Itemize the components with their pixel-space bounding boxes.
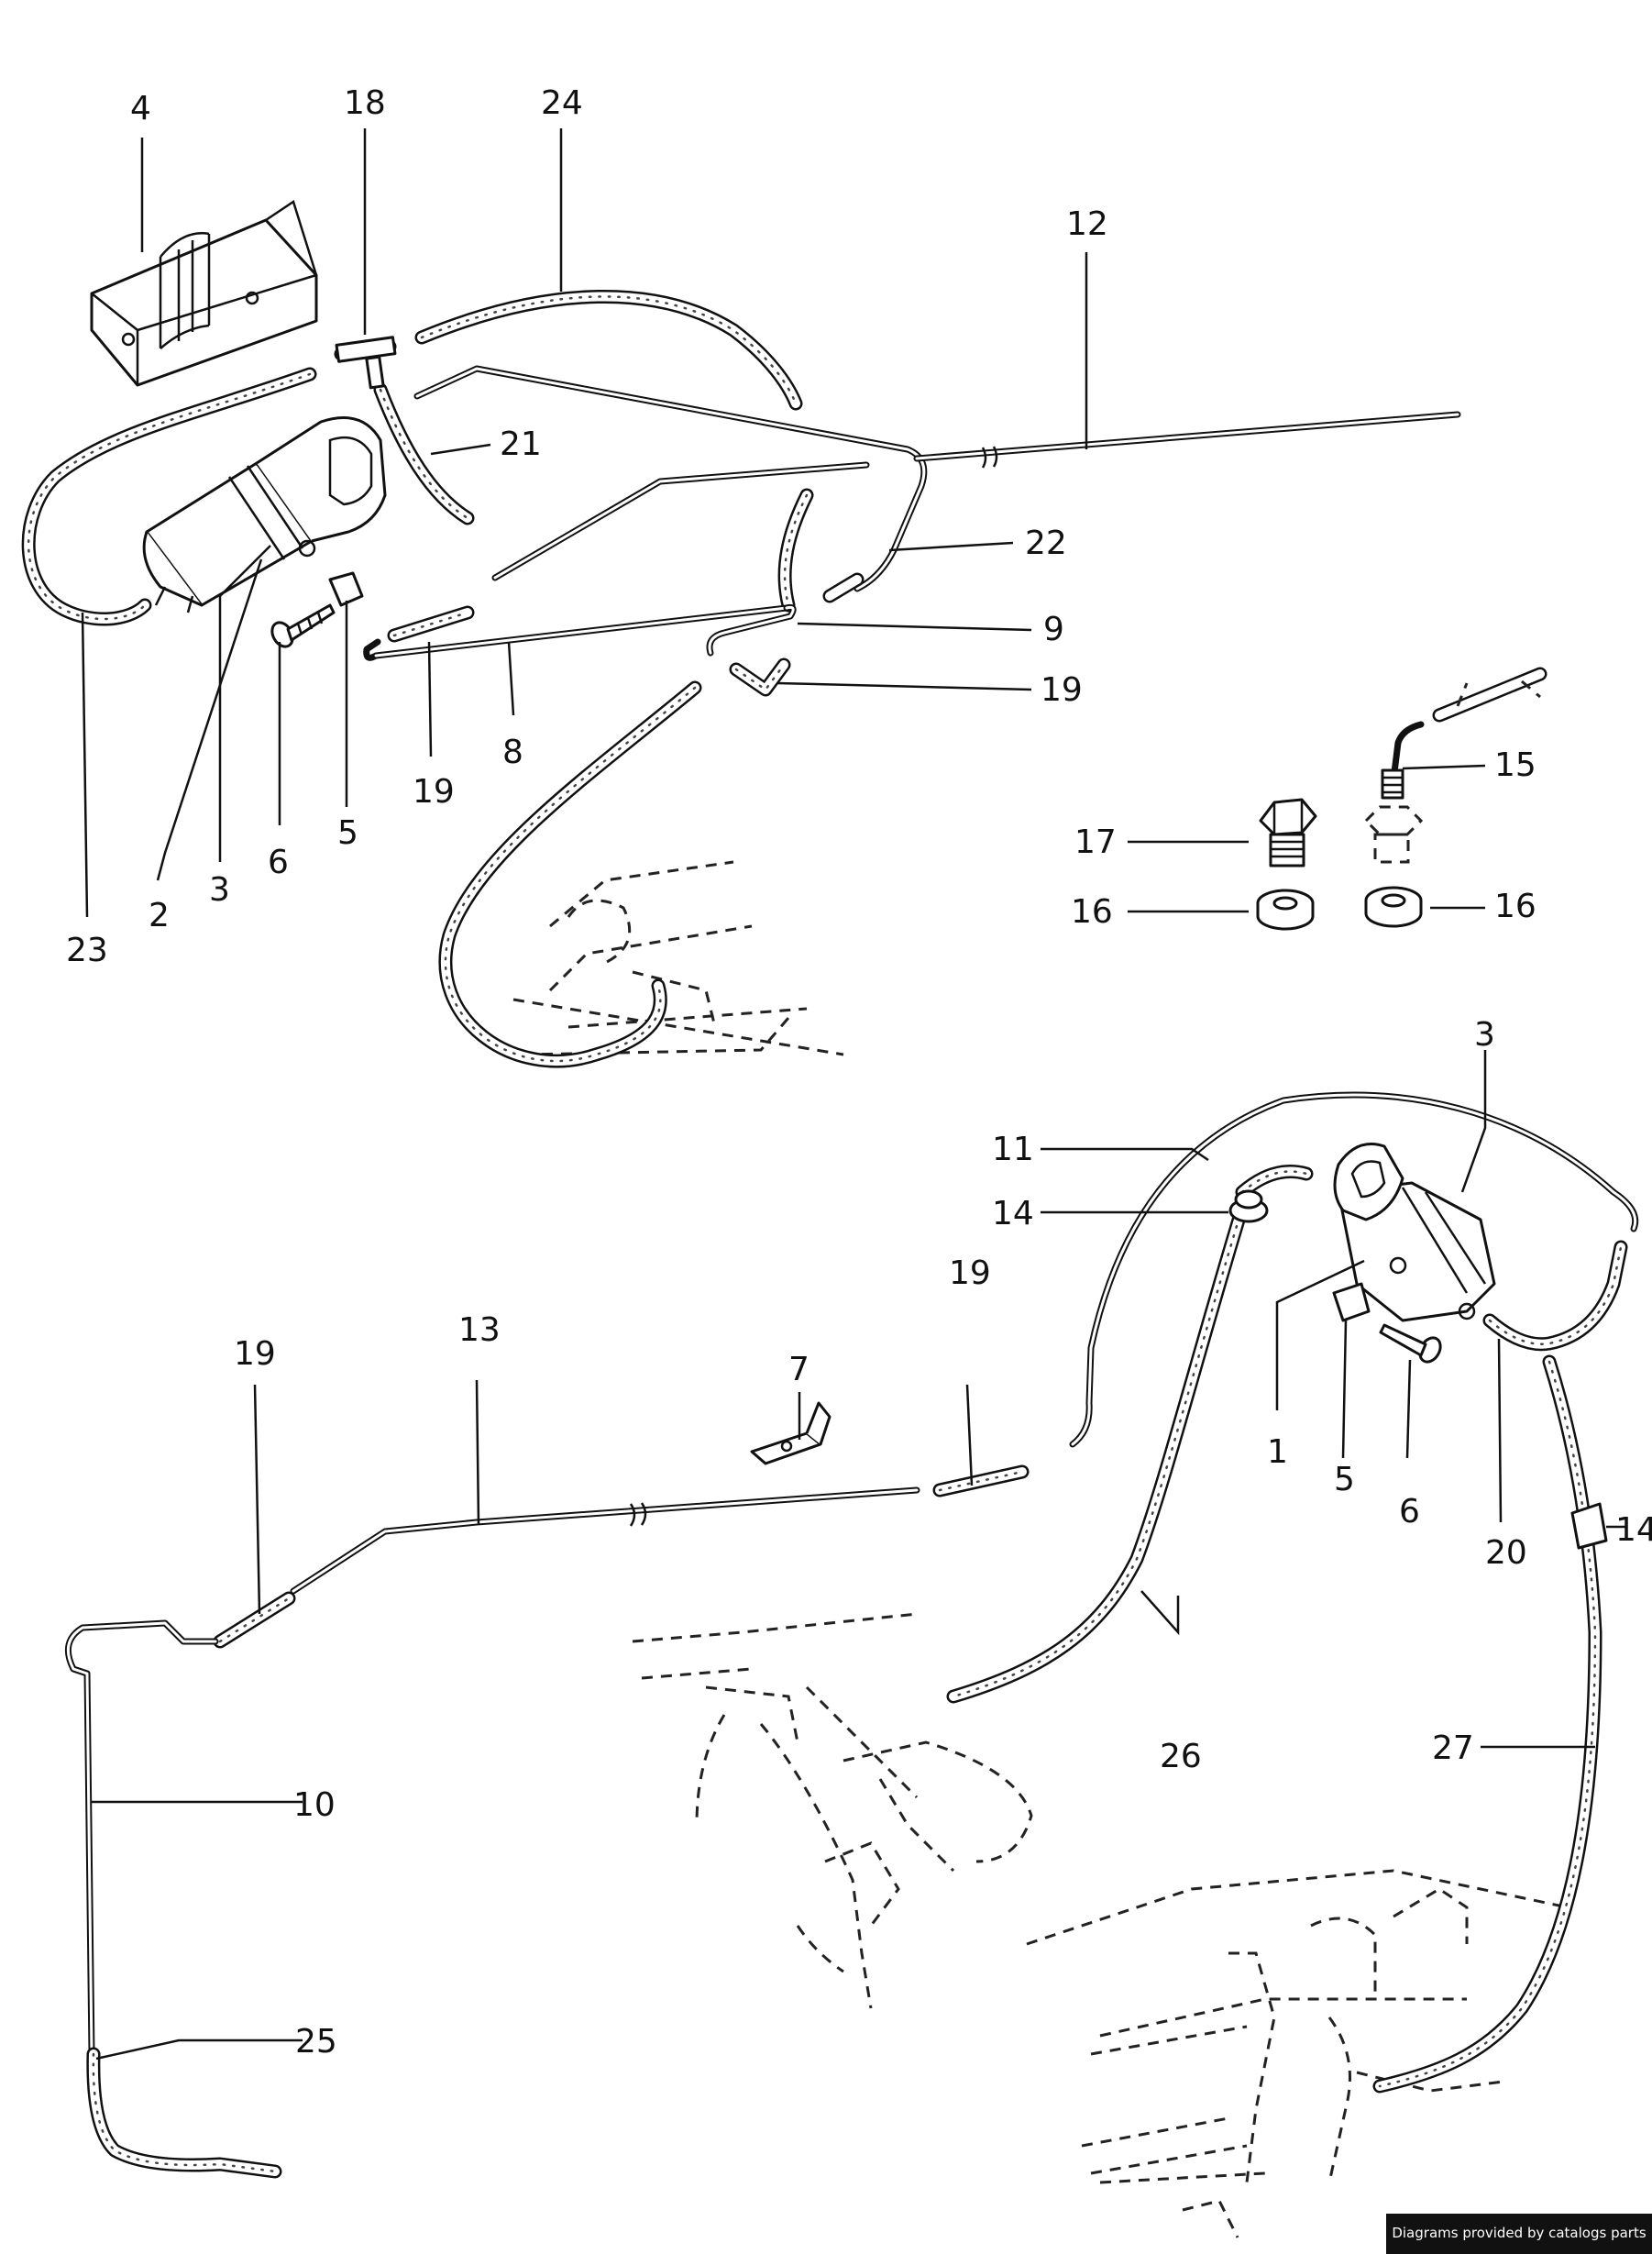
engine-outline-bottom-left — [632, 1612, 1033, 2009]
callout-3-top: 3 — [209, 871, 230, 909]
callout-19-c: 19 — [949, 1254, 991, 1292]
callout-1: 1 — [1267, 1433, 1288, 1471]
callout-24: 24 — [541, 84, 583, 122]
credit-text: Diagrams provided by catalogs parts — [1392, 2225, 1646, 2241]
valve-top — [142, 416, 387, 613]
callout-5-top: 5 — [337, 814, 358, 852]
hose-22-end — [822, 572, 865, 603]
callout-2: 2 — [149, 897, 170, 934]
connector-19-mid-bottom — [932, 1464, 1030, 1497]
hose-24 — [414, 290, 803, 411]
callout-14-top: 14 — [992, 1195, 1034, 1232]
callout-5-bottom: 5 — [1334, 1461, 1355, 1498]
callout-22: 22 — [1025, 525, 1067, 562]
tube-13 — [290, 1486, 920, 1595]
connector-19-top — [387, 605, 475, 643]
clip-5-bottom — [1332, 1282, 1371, 1322]
ghost-plug — [1363, 805, 1424, 864]
callout-8: 8 — [502, 734, 523, 771]
callout-26: 26 — [1160, 1738, 1202, 1775]
connector-19-left-bottom — [213, 1591, 296, 1649]
callout-6-top: 6 — [268, 844, 289, 881]
washer-16-right — [1364, 886, 1423, 928]
callout-10: 10 — [293, 1786, 336, 1824]
fitting-15 — [1381, 667, 1547, 800]
callout-19-b: 19 — [413, 773, 455, 811]
credit-banner: Diagrams provided by catalogs parts — [1386, 2214, 1652, 2254]
callout-14-bottom: 14 — [1615, 1511, 1652, 1549]
engine-outline-bottom-right — [1026, 1869, 1569, 2238]
callout-12: 12 — [1066, 205, 1108, 243]
tube-22 — [413, 365, 928, 592]
tube-9 — [706, 603, 797, 657]
callout-15: 15 — [1494, 746, 1536, 784]
screw-6-top — [270, 603, 336, 648]
callout-11: 11 — [992, 1131, 1034, 1168]
callout-labels: 4 18 24 12 21 22 9 19 23 2 3 6 5 19 8 15… — [66, 84, 1652, 2061]
callout-27: 27 — [1432, 1729, 1474, 1767]
tube-11 — [1069, 1091, 1639, 1448]
callout-3-bottom: 3 — [1474, 1016, 1495, 1054]
hose-23 — [21, 367, 317, 626]
tube-12 — [913, 411, 1461, 469]
callout-13: 13 — [458, 1311, 501, 1349]
callout-25: 25 — [295, 2023, 337, 2061]
callout-21: 21 — [500, 425, 542, 463]
callout-17: 17 — [1074, 823, 1117, 861]
callout-16-left: 16 — [1071, 893, 1113, 931]
callout-19-d: 19 — [234, 1335, 276, 1373]
callout-18: 18 — [344, 84, 386, 122]
bracket-4 — [90, 200, 318, 387]
hose-26 — [946, 1210, 1247, 1704]
engine-outline-top — [512, 860, 844, 1056]
tube-10 — [64, 1619, 219, 2058]
callout-9: 9 — [1043, 611, 1064, 648]
clip-5-top — [328, 571, 364, 607]
valve-bottom — [1333, 1143, 1496, 1322]
callout-19-a: 19 — [1041, 671, 1083, 709]
screw-6-bottom — [1379, 1323, 1442, 1364]
tube-8 — [363, 604, 790, 661]
t-piece-18 — [335, 336, 397, 390]
callout-6-bottom: 6 — [1399, 1493, 1420, 1530]
hose-20 — [1482, 1240, 1628, 1352]
hose-27 — [1372, 1354, 1602, 2094]
hose-segment-mid — [777, 488, 814, 613]
callout-16-right: 16 — [1494, 888, 1536, 925]
grommet-14-top — [1228, 1189, 1269, 1223]
grommet-14-bottom — [1570, 1502, 1608, 1550]
callout-4: 4 — [130, 90, 151, 127]
hose-14-top — [1235, 1165, 1314, 1199]
hose-21 — [373, 382, 475, 525]
connector-19-elbow — [729, 657, 791, 697]
hose-lower-loop — [438, 680, 702, 1068]
plug-17 — [1259, 798, 1317, 867]
callout-7: 7 — [788, 1351, 809, 1388]
tube-mid-diag — [491, 461, 870, 581]
washer-16-left — [1256, 889, 1315, 931]
leader-lines — [81, 128, 1627, 2061]
callout-23: 23 — [66, 932, 108, 969]
bracket-7 — [750, 1401, 832, 1465]
callout-20: 20 — [1485, 1534, 1527, 1572]
hose-25 — [86, 2047, 282, 2179]
